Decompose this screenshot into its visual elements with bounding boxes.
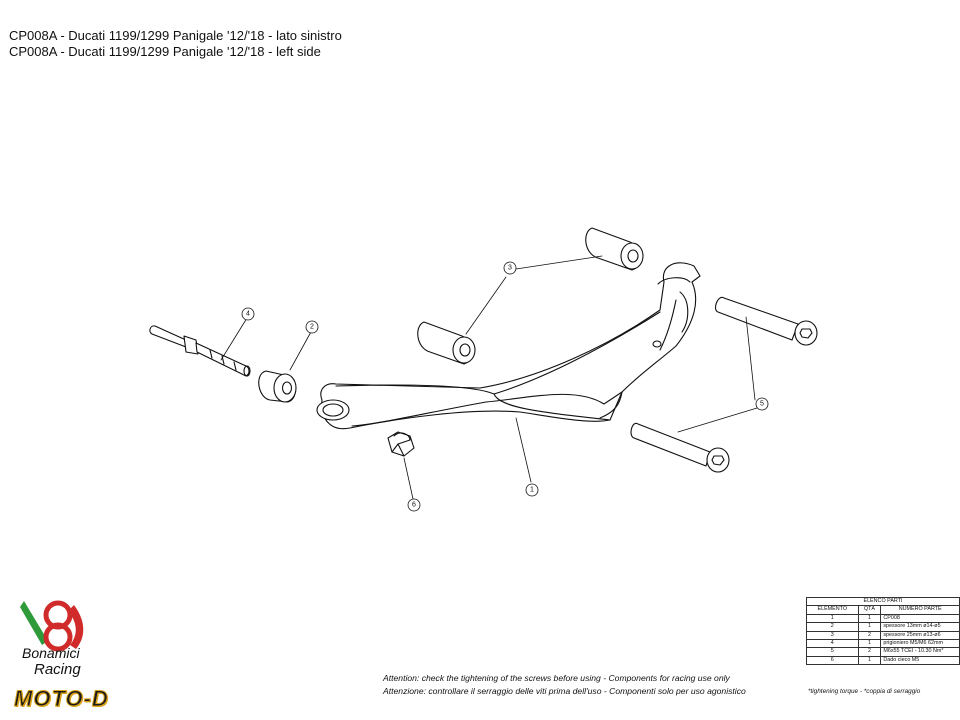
cell-qty: 1 — [857, 639, 882, 649]
bracket-part-1 — [316, 262, 701, 430]
cell-qty: 2 — [857, 630, 882, 641]
brand-bonamici: Bonamici — [22, 645, 80, 661]
table-row: 3 2 spessore 25mm ø13-ø6 — [806, 630, 960, 641]
cell-element: 6 — [806, 655, 859, 666]
torque-note: *tightening torque - *coppia di serraggi… — [808, 688, 921, 695]
spacer-part-2 — [258, 370, 297, 403]
cell-element: 1 — [806, 613, 859, 624]
cell-part: Dado cieco M5 — [880, 655, 960, 666]
brand-moto-d: MOTO-D — [14, 686, 109, 712]
svg-text:3: 3 — [508, 265, 512, 272]
svg-text:6: 6 — [412, 502, 416, 509]
cell-part: prigioniero M5/M6 62mm — [880, 639, 960, 649]
cell-element: 2 — [806, 622, 859, 632]
cell-qty: 2 — [857, 647, 882, 657]
header-element: ELEMENTO — [806, 605, 859, 615]
table-row: 1 1 CP008 — [806, 613, 960, 624]
logo-mark-8 — [20, 600, 84, 652]
svg-text:1: 1 — [530, 487, 534, 494]
note-italian: Attenzione: controllare il serraggio del… — [383, 686, 746, 696]
cell-part: CP008 — [880, 613, 960, 624]
cell-qty: 1 — [857, 622, 882, 632]
cell-part: spessore 25mm ø13-ø6 — [880, 630, 960, 641]
brand-racing: Racing — [34, 661, 81, 678]
svg-text:5: 5 — [760, 401, 764, 408]
cell-part: spessore 13mm ø14-ø5 — [880, 622, 960, 632]
title-italian: CP008A - Ducati 1199/1299 Panigale '12/'… — [9, 28, 342, 43]
table-row: 2 1 spessore 13mm ø14-ø5 — [806, 622, 960, 632]
parts-table-caption: ELENCO PARTI — [806, 596, 960, 607]
callout-6: 6 — [407, 498, 421, 512]
cell-element: 4 — [806, 639, 859, 649]
leader-lines — [220, 255, 758, 500]
screw-part-5-lower — [630, 422, 730, 473]
spacer-part-3-upper — [585, 227, 644, 271]
parts-list-table: ELENCO PARTI ELEMENTO QTÀ NUMERO PARTE 1… — [806, 596, 960, 666]
cell-element: 5 — [806, 647, 859, 657]
screw-part-5-upper — [715, 296, 818, 346]
callout-1: 1 — [525, 483, 539, 497]
drawing-title-block: CP008A - Ducati 1199/1299 Panigale '12/'… — [9, 28, 342, 60]
note-english: Attention: check the tightening of the s… — [383, 673, 730, 683]
table-row: 4 1 prigioniero M5/M6 62mm — [806, 639, 960, 649]
callout-2: 2 — [305, 320, 319, 334]
stud-part-4 — [149, 325, 251, 377]
header-qty: QTÀ — [857, 605, 882, 615]
cell-element: 3 — [806, 630, 859, 641]
svg-text:4: 4 — [246, 311, 250, 318]
callout-3: 3 — [503, 261, 517, 275]
table-row: 6 1 Dado cieco M5 — [806, 655, 960, 666]
cell-qty: 1 — [857, 613, 882, 624]
cell-qty: 1 — [857, 655, 882, 666]
svg-text:2: 2 — [310, 324, 314, 331]
table-row: 5 2 M6x55 TCEI - 10.30 Nm* — [806, 647, 960, 657]
spacer-part-3-lower — [417, 321, 476, 365]
cap-nut-part-6 — [387, 431, 415, 457]
callout-5: 5 — [755, 397, 769, 411]
bonamici-racing-logo — [20, 600, 84, 652]
title-english: CP008A - Ducati 1199/1299 Panigale '12/'… — [9, 44, 321, 59]
header-part-number: NUMERO PARTE — [880, 605, 960, 615]
usage-notes: Attention: check the tightening of the s… — [383, 672, 746, 698]
parts-table-header: ELEMENTO QTÀ NUMERO PARTE — [806, 605, 960, 615]
callout-4: 4 — [241, 307, 255, 321]
cell-part: M6x55 TCEI - 10.30 Nm* — [880, 647, 960, 657]
